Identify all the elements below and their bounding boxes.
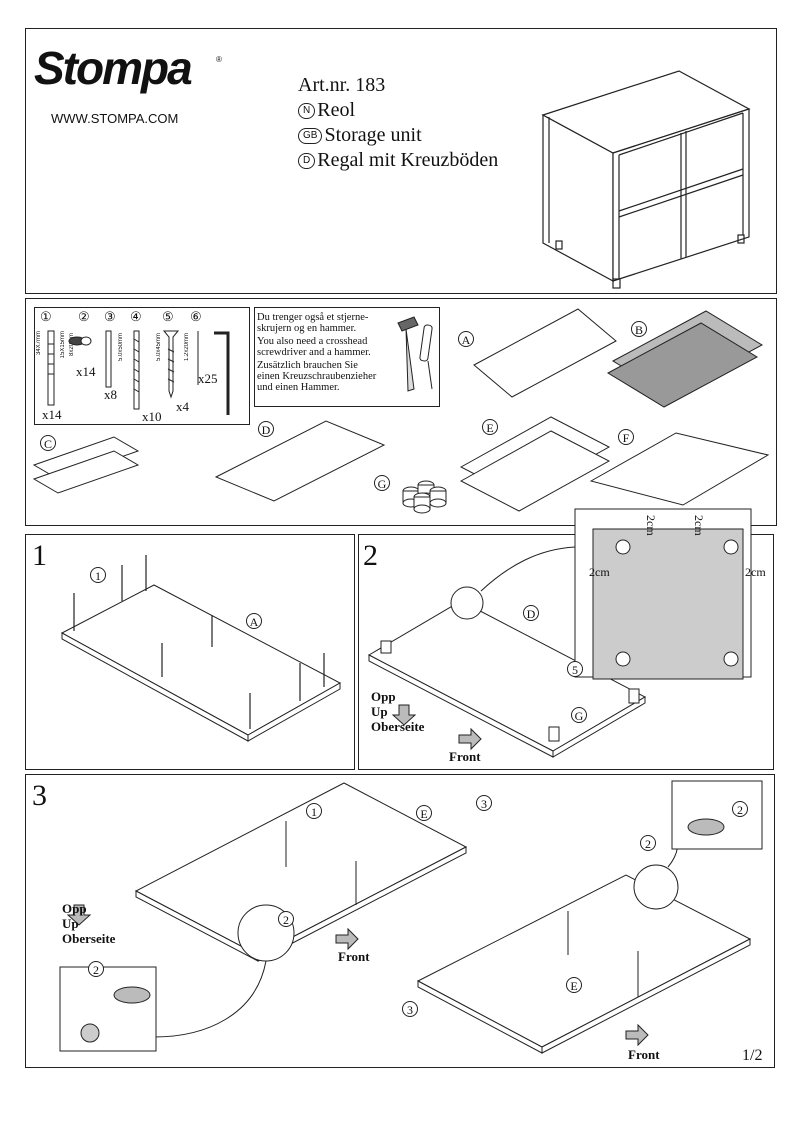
name-gb: Storage unit	[324, 124, 422, 146]
tools-note-no: Du trenger også et stjerne-skrujern og e…	[257, 312, 369, 334]
step-3-callout-3: 3	[476, 795, 492, 811]
part-label-f: F	[618, 429, 634, 445]
step-3-callout-1: 1	[306, 803, 322, 819]
step-2-callout-g: G	[571, 707, 587, 723]
lang-code-de: D	[298, 153, 316, 170]
step-2-panel: 2 D 5 G 2cm 2cm 2cm 2cm Opp Up Oberseite…	[358, 508, 774, 770]
up-label-en-3: Up	[62, 916, 79, 931]
hw-num-6: ⑥	[190, 309, 202, 324]
step-2-drawing	[367, 508, 752, 758]
step-2-callout-d: D	[523, 605, 539, 621]
lang-code-gb: GB	[298, 128, 323, 145]
cams-g	[402, 480, 447, 514]
step-2-dim-3: 2cm	[589, 565, 610, 579]
step-3-front-label-2: Front	[628, 1047, 660, 1062]
registered-mark: ®	[216, 55, 222, 64]
part-label-d: D	[258, 421, 274, 437]
panel-e-bottom	[459, 430, 611, 512]
step-3-callout-e: E	[416, 805, 432, 821]
step-1-drawing	[60, 555, 342, 742]
panel-c-bottom	[32, 450, 140, 494]
hw-qty-4: x10	[142, 409, 162, 424]
parts-panel: ① ② ③ ④ ⑤ ⑥ 34X7mm 15X15mm 8x20mm 5.0x50…	[25, 298, 777, 526]
hw-num-2: ②	[78, 309, 90, 324]
step-1-number: 1	[32, 539, 47, 572]
hardware-box	[34, 307, 250, 425]
step-1-callout-a: A	[246, 613, 262, 629]
step-3-number: 3	[32, 779, 47, 812]
hw-qty-1: x14	[42, 407, 62, 422]
step-2-number: 2	[363, 539, 378, 572]
lang-code-no: N	[298, 103, 316, 120]
panel-drawings	[32, 308, 770, 514]
name-no: Reol	[317, 99, 356, 121]
step-2-up-label: Opp Up Oberseite	[371, 689, 424, 734]
up-label-de: Oberseite	[371, 719, 425, 734]
hw-num-1: ①	[40, 309, 52, 324]
hardware-drawings	[47, 330, 230, 415]
up-label-no-3: Opp	[62, 901, 87, 916]
hw-qty-5: x4	[176, 399, 189, 414]
step-3-drawing	[59, 780, 763, 1054]
step-3-callout-3b: 3	[402, 1001, 418, 1017]
step-2-front-label: Front	[449, 749, 481, 764]
step-2-dim-2: 2cm	[692, 515, 706, 536]
panel-a	[473, 308, 617, 398]
step-2-dim-4: 2cm	[745, 565, 766, 579]
hw-num-4: ④	[130, 309, 142, 324]
step-3-front-label: Front	[338, 949, 370, 964]
up-label-en: Up	[371, 704, 388, 719]
hw-qty-3: x8	[104, 387, 117, 402]
hw-qty-6: x25	[198, 371, 218, 386]
part-label-e: E	[482, 419, 498, 435]
name-de: Regal mit Kreuzböden	[317, 149, 499, 171]
panel-f	[589, 432, 770, 506]
step-2-callout-5: 5	[567, 661, 583, 677]
storage-unit-illustration	[541, 70, 751, 289]
step-3-callout-2a: 2	[278, 911, 294, 927]
part-label-a: A	[458, 331, 474, 347]
tools-note-de: Zusätzlich brauchen Sie einen Kreuzschra…	[257, 360, 377, 393]
website-url: WWW.STOMPA.COM	[51, 111, 179, 126]
step-3-panel: 3 1 E 3 2 2 2 2	[25, 774, 775, 1068]
step-3-callout-2d: 2	[732, 801, 748, 817]
part-label-c: C	[40, 435, 56, 451]
hw-num-5: ⑤	[162, 309, 174, 324]
tools-drawing	[397, 316, 433, 392]
part-label-b: B	[631, 321, 647, 337]
step-2-dim-1: 2cm	[644, 515, 658, 536]
step-3-up-label: Opp Up Oberseite	[62, 901, 115, 946]
step-3-callout-e2: E	[566, 977, 582, 993]
up-label-no: Opp	[371, 689, 396, 704]
step-1-panel: 1 1 A	[25, 534, 355, 770]
article-number: Art.nr. 183	[298, 74, 386, 96]
panel-b-bottom	[606, 322, 759, 408]
brand-logo: Stompa	[34, 42, 193, 94]
step-1-callout-1: 1	[90, 567, 106, 583]
step-3-callout-2c: 2	[640, 835, 656, 851]
part-label-g: G	[374, 475, 390, 491]
tools-note-en: You also need a crosshead screwdriver an…	[257, 336, 371, 358]
hw-num-3: ③	[104, 309, 116, 324]
page-number: 1/2	[742, 1047, 763, 1064]
hw-qty-2: x14	[76, 364, 96, 379]
step-3-callout-2b: 2	[88, 961, 104, 977]
up-label-de-3: Oberseite	[62, 931, 116, 946]
panel-d	[214, 420, 386, 502]
